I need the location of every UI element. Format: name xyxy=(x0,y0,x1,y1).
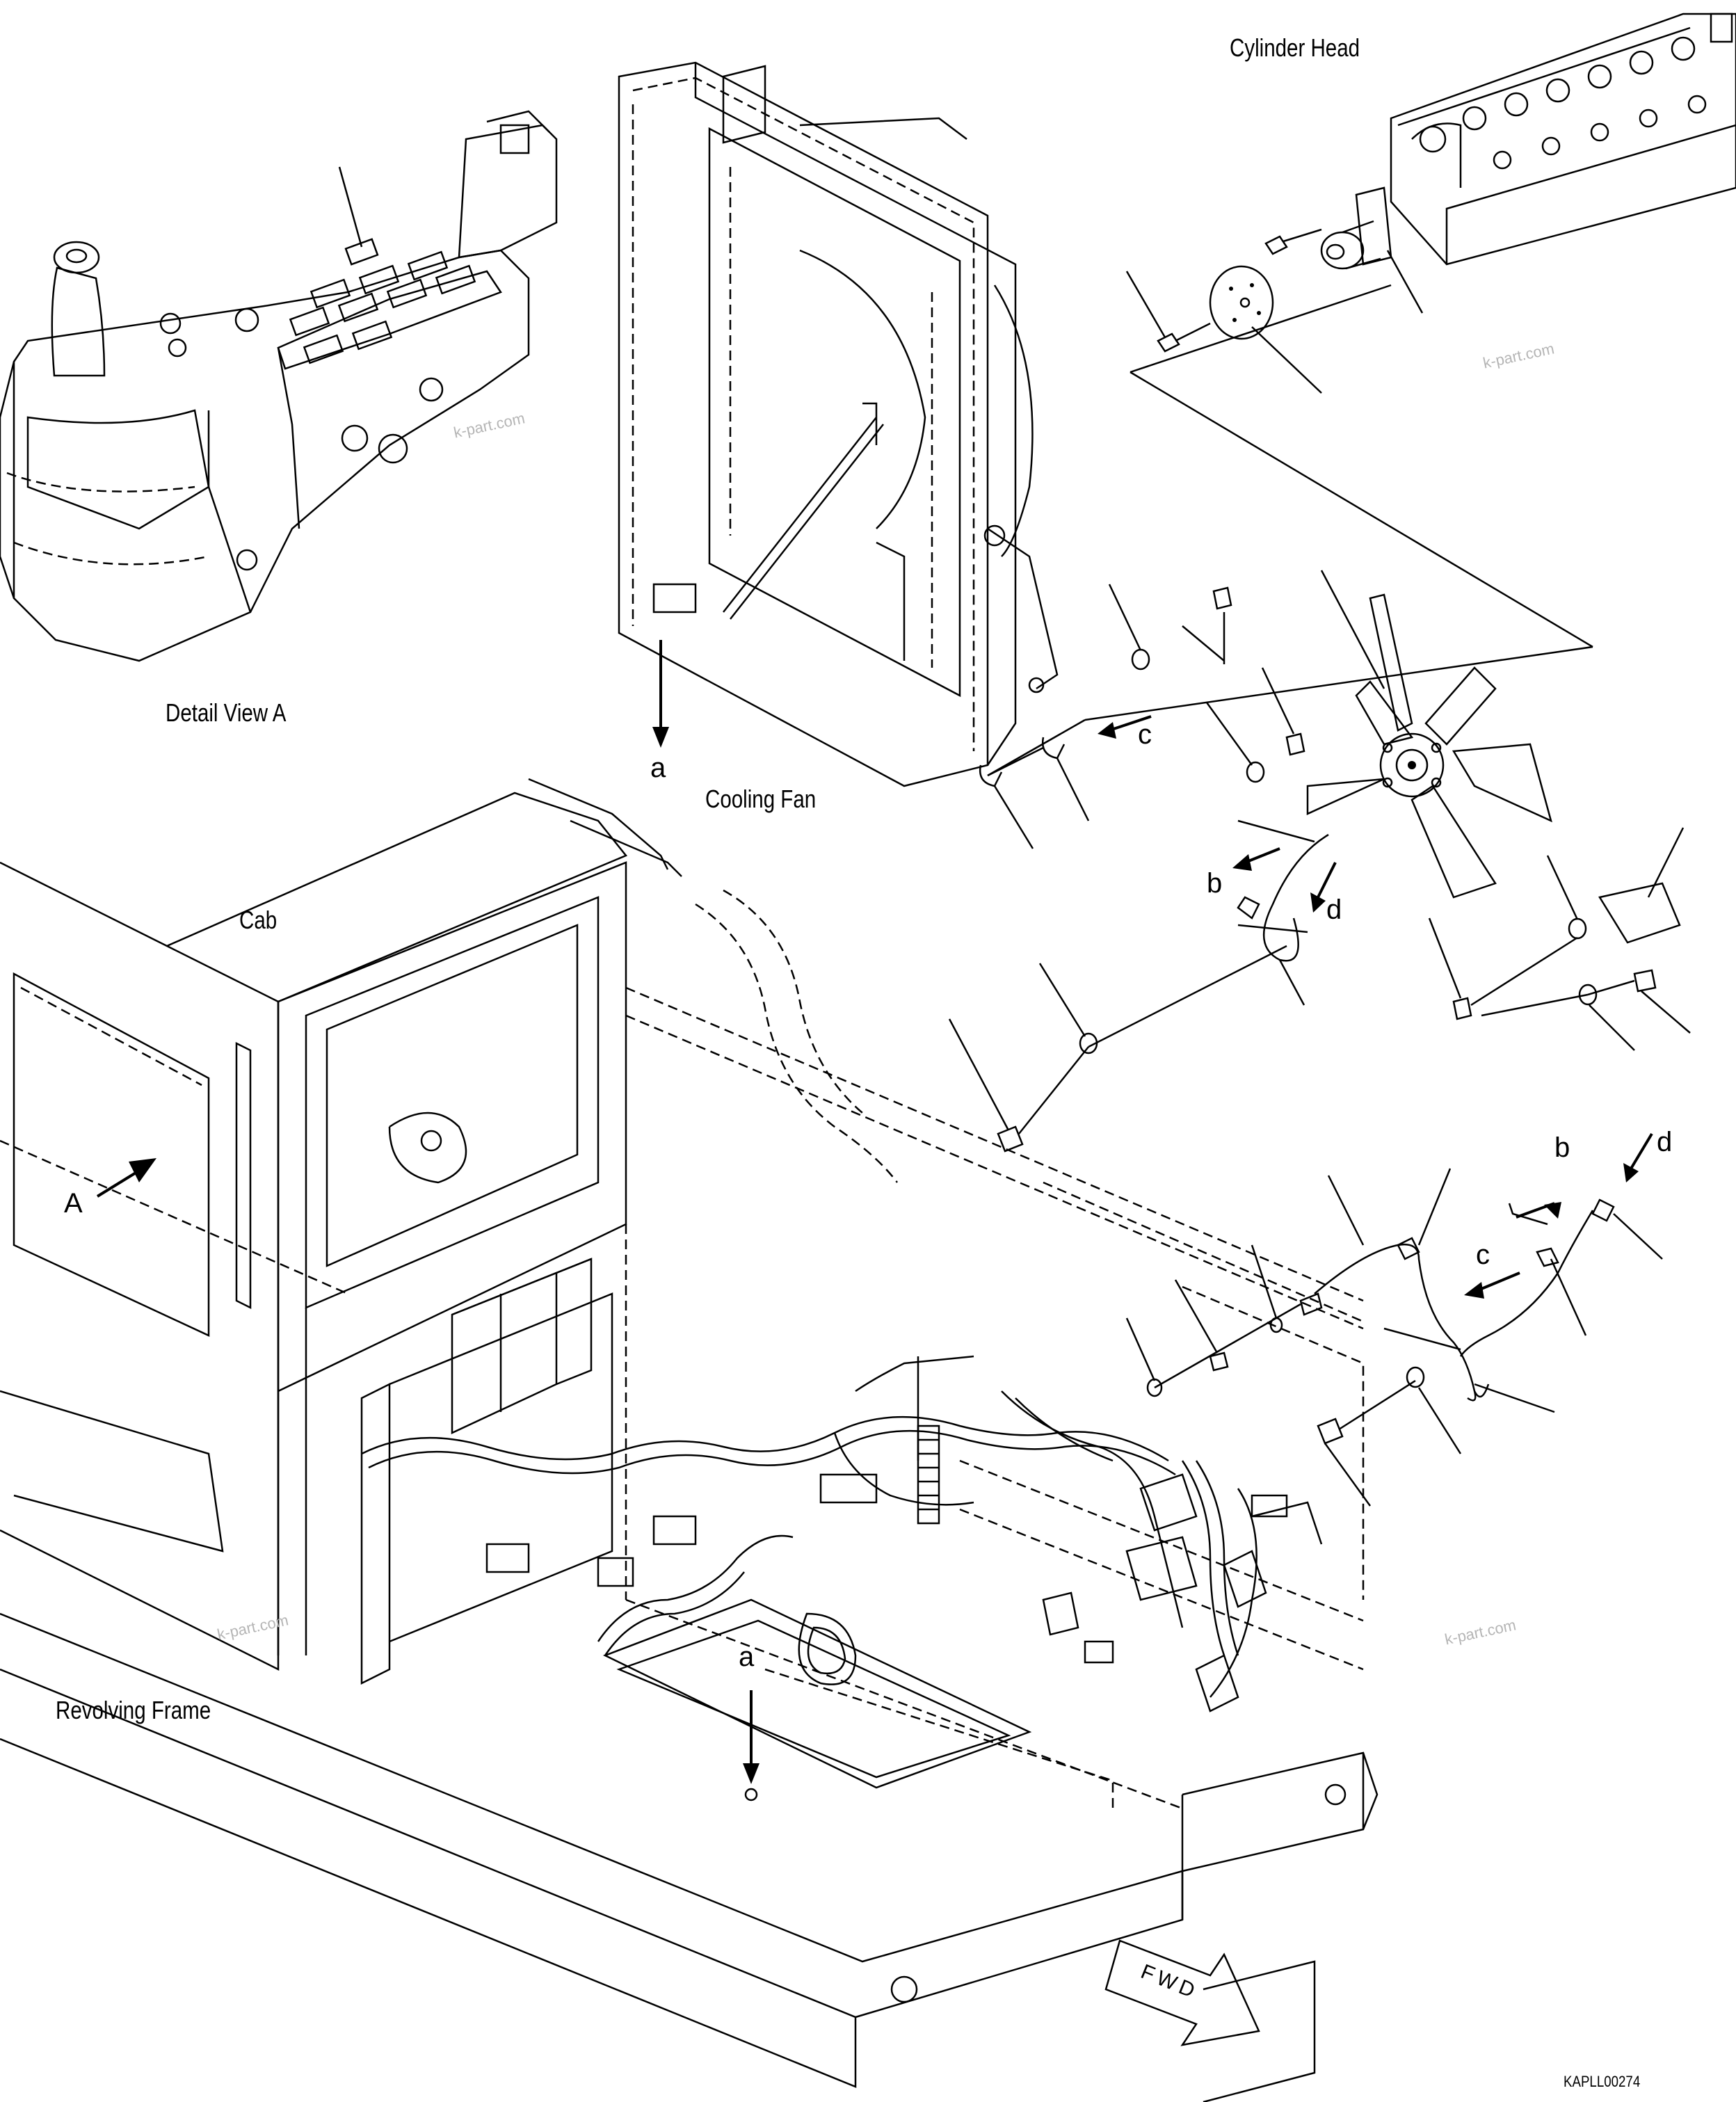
letter-a-bottom: a xyxy=(739,1642,755,1672)
letter-b-upper: b xyxy=(1207,868,1223,899)
letter-d-upper: d xyxy=(1326,894,1342,925)
revolving-frame-label: Revolving Frame xyxy=(56,1696,211,1724)
cylinder-head-label: Cylinder Head xyxy=(1230,33,1360,62)
cooling-fan-label: Cooling Fan xyxy=(705,785,817,813)
radiator-shroud xyxy=(618,61,1059,787)
revolving-frame xyxy=(0,889,1379,2102)
view-a-marker: A xyxy=(64,1188,83,1219)
detail-view-a-label: Detail View A xyxy=(166,698,287,727)
letter-c-upper: c xyxy=(1138,719,1152,750)
cab-label: Cab xyxy=(239,906,278,934)
lower-hose-assembly xyxy=(1125,1132,1663,1507)
letter-a-top: a xyxy=(650,753,666,783)
letter-b-lower: b xyxy=(1554,1132,1570,1163)
cylinder-head xyxy=(1125,13,1736,648)
fan-assembly xyxy=(948,570,1691,1153)
console-detail-view-a xyxy=(0,110,558,662)
cab xyxy=(0,778,682,1671)
letter-d-lower: d xyxy=(1657,1127,1673,1157)
drawing-code: KAPLL00274 xyxy=(1564,2073,1641,2090)
letter-c-lower: c xyxy=(1476,1239,1490,1270)
